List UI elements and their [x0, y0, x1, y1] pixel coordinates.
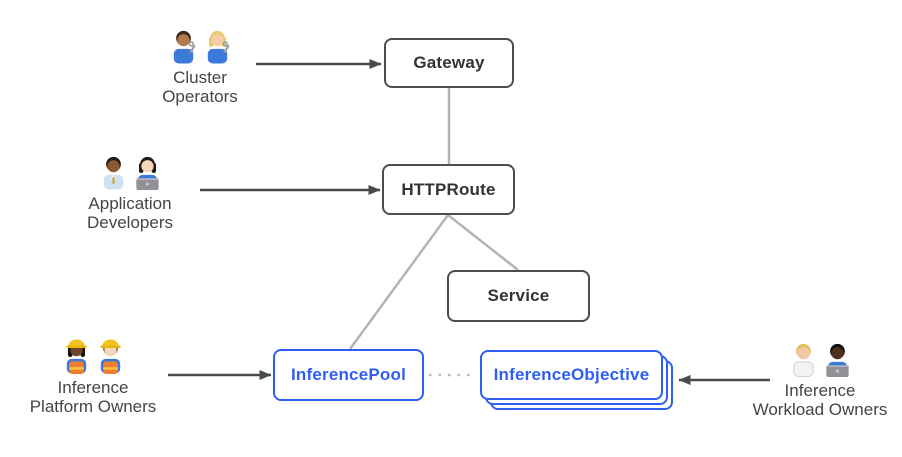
httproute-node: HTTPRoute — [382, 164, 515, 215]
man-mechanic-emoji — [173, 30, 195, 64]
application-developers-avatars — [98, 154, 163, 191]
inference-pool-node: InferencePool — [273, 349, 424, 401]
inference-workload-owners-actor: Inference Workload Owners — [745, 341, 895, 419]
httproute-inferencepool-link — [348, 214, 450, 350]
woman-construction-worker-emoji — [65, 339, 87, 374]
cluster-operators-actor: Cluster Operators — [130, 28, 270, 106]
inference-platform-owners-label: Inference Platform Owners — [29, 378, 157, 416]
woman-technologist-emoji — [135, 156, 159, 190]
woman-mechanic-emoji — [207, 30, 229, 64]
application-developers-actor: Application Developers — [60, 154, 200, 232]
inference-objective-node: InferenceObjective — [480, 350, 663, 400]
man-technologist-emoji — [825, 343, 849, 377]
gateway-node: Gateway — [384, 38, 514, 88]
inference-workload-owners-avatars — [788, 341, 853, 378]
cluster-operators-avatars — [168, 28, 233, 65]
inference-workload-owners-label: Inference Workload Owners — [752, 381, 888, 419]
man-construction-worker-emoji — [99, 339, 121, 374]
service-node: Service — [447, 270, 590, 322]
application-developers-label: Application Developers — [87, 194, 173, 232]
inference-platform-owners-actor: Inference Platform Owners — [20, 338, 166, 416]
man-office-worker-emoji — [103, 156, 123, 190]
httproute-service-link — [447, 214, 519, 271]
inference-platform-owners-avatars — [61, 338, 126, 375]
health-worker-emoji — [792, 343, 814, 377]
cluster-operators-label: Cluster Operators — [162, 68, 238, 106]
